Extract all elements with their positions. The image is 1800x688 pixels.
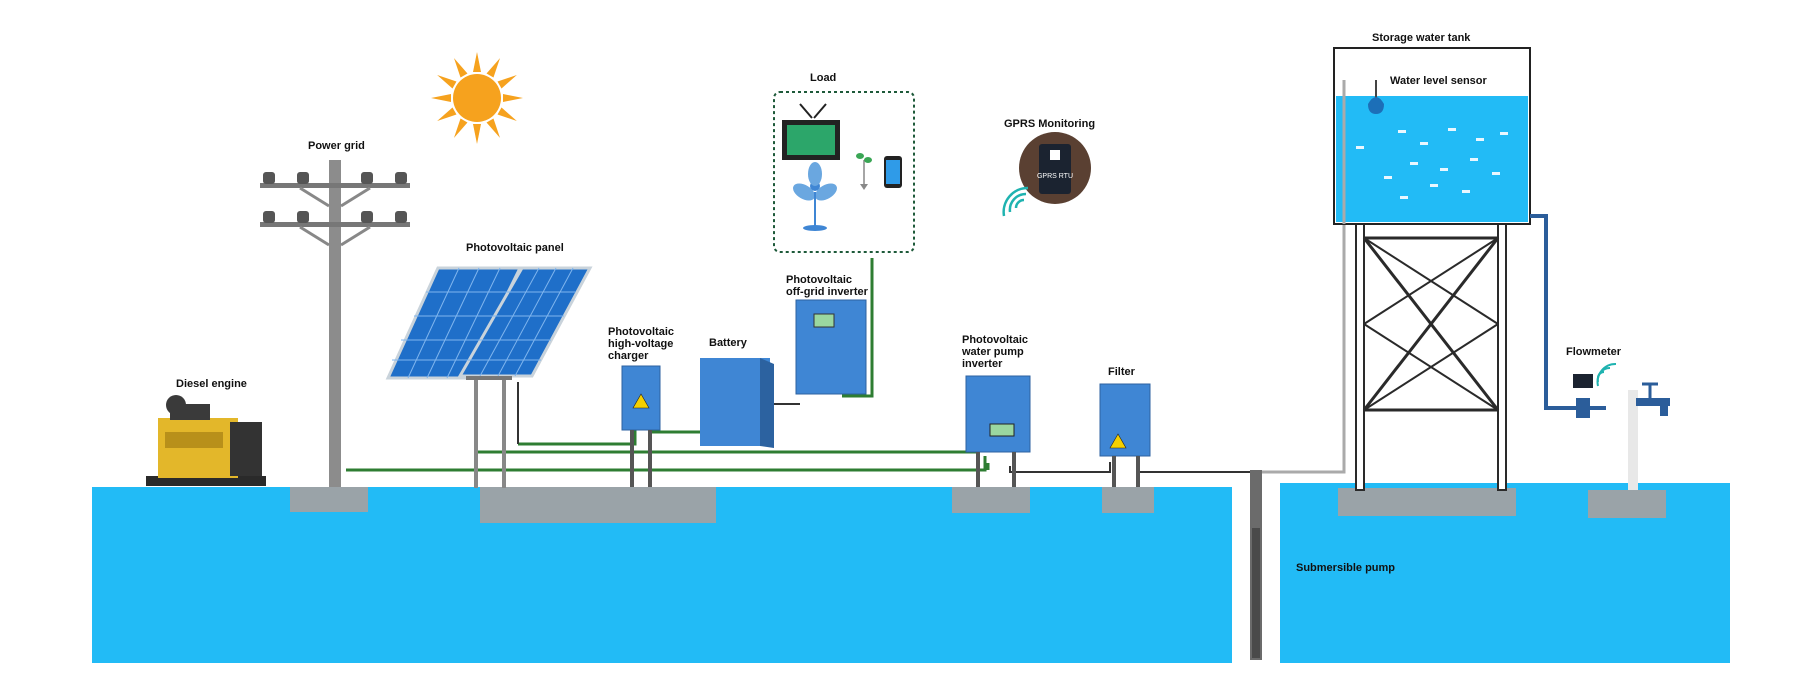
label-offgrid-inverter: Photovoltaic off-grid inverter xyxy=(786,274,868,298)
label-offgrid-inverter-line2: off-grid inverter xyxy=(786,286,868,298)
load-box xyxy=(773,91,915,253)
fan-icon xyxy=(793,162,837,231)
pv-panel xyxy=(385,266,593,488)
label-filter: Filter xyxy=(1108,366,1135,378)
faucet-icon xyxy=(1628,382,1670,490)
tv-icon xyxy=(782,103,840,160)
label-storage-tank: Storage water tank xyxy=(1372,32,1471,44)
water-tower xyxy=(1355,223,1507,491)
label-pump-inverter-line3: inverter xyxy=(962,358,1003,370)
offgrid-inverter xyxy=(795,299,867,395)
flowmeter-foundation xyxy=(1588,490,1666,518)
hv-charger xyxy=(621,365,661,487)
label-hv-charger-line3: charger xyxy=(608,350,649,362)
diesel-engine xyxy=(146,395,266,486)
label-pump-inverter-line1: Photovoltaic xyxy=(962,334,1029,346)
filter-foundation xyxy=(1102,487,1154,513)
label-pump-inverter-line2: water pump xyxy=(962,346,1024,358)
water-level-sensor xyxy=(1368,80,1384,114)
gprs-screen-text: GPRS RTU xyxy=(1037,173,1073,180)
warning-icon xyxy=(632,393,650,409)
label-hv-charger-line2: high-voltage xyxy=(608,338,674,350)
gprs-module: GPRS RTU xyxy=(1019,132,1091,204)
label-flowmeter: Flowmeter xyxy=(1566,346,1622,358)
label-submersible-pump: Submersible pump xyxy=(1296,562,1396,574)
label-battery: Battery xyxy=(709,337,747,349)
label-power-grid: Power grid xyxy=(308,140,365,152)
power-grid-pole xyxy=(260,160,410,487)
flowmeter xyxy=(1573,374,1593,418)
label-hv-charger: Photovoltaic high-voltage charger xyxy=(608,326,674,362)
phone-icon xyxy=(884,156,902,188)
outlet-pipe xyxy=(1530,214,1606,410)
sun-icon xyxy=(431,52,523,144)
tower-foundation xyxy=(1338,488,1516,516)
pole-foundation xyxy=(290,487,368,512)
label-hv-charger-line1: Photovoltaic xyxy=(608,326,675,338)
label-load: Load xyxy=(810,72,837,84)
panel-foundation xyxy=(480,487,716,523)
wifi-signal-icon xyxy=(1002,186,1029,217)
label-pump-inverter: Photovoltaic water pump inverter xyxy=(962,334,1028,370)
label-offgrid-inverter-line1: Photovoltaic xyxy=(786,274,853,286)
battery xyxy=(700,358,774,448)
label-gprs: GPRS Monitoring xyxy=(1004,118,1096,130)
flowmeter-signal-icon xyxy=(1596,362,1617,387)
storage-tank xyxy=(1333,47,1531,225)
label-pv-panel: Photovoltaic panel xyxy=(466,242,564,254)
plant-icon xyxy=(856,153,872,190)
label-level-sensor: Water level sensor xyxy=(1390,75,1487,87)
pump-inverter-foundation xyxy=(952,487,1030,513)
pump-inverter xyxy=(965,375,1031,487)
filter xyxy=(1099,383,1151,487)
submersible-pump xyxy=(1250,470,1262,660)
label-diesel-engine: Diesel engine xyxy=(176,378,247,390)
